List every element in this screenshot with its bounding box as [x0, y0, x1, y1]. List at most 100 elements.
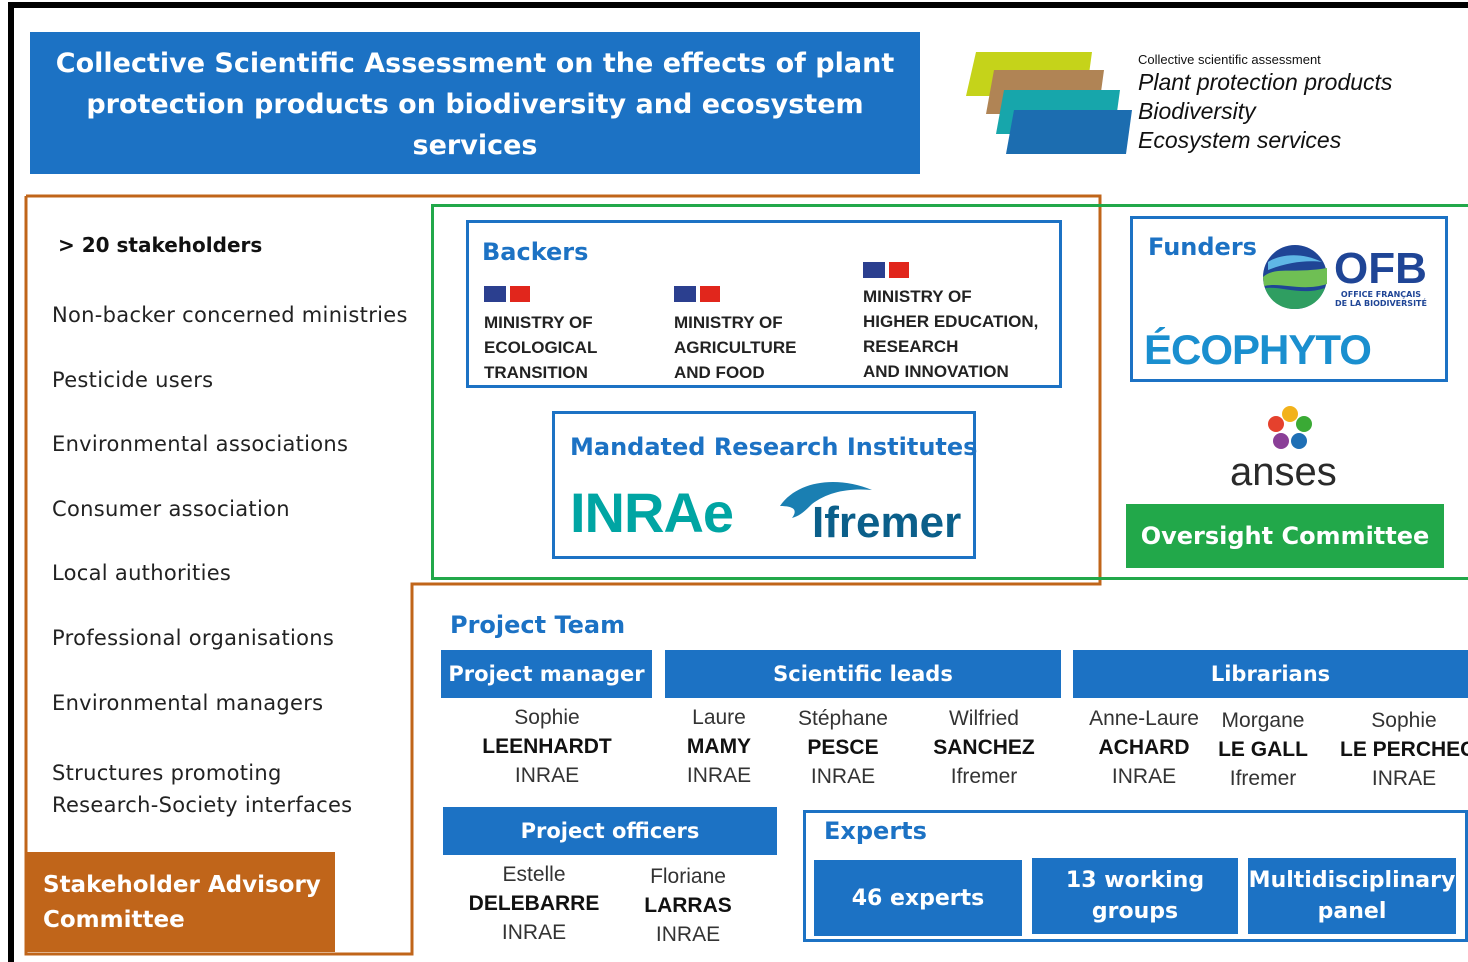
ofb-subtitle: OFFICE FRANÇAIS DE LA BIODIVERSITÉ — [1334, 290, 1428, 308]
ministry-agriculture: MINISTRY OF AGRICULTURE AND FOOD — [674, 286, 796, 385]
person-org: INRAE — [686, 764, 752, 787]
title-line-2: protection products on biodiversity and … — [86, 89, 864, 161]
ministry-line: HIGHER EDUCATION, — [863, 312, 1039, 331]
ministry-line: AGRICULTURE — [674, 338, 797, 357]
person-org: INRAE — [810, 765, 876, 788]
person-card: Sophie LE PERCHEC INRAE — [1340, 706, 1468, 793]
person-card: Floriane LARRAS INRAE — [626, 862, 750, 949]
backers-title: Backers — [482, 238, 589, 266]
person-first-name: Sophie — [1371, 709, 1437, 732]
person-first-name: Anne-Laure — [1089, 707, 1199, 730]
ministry-line: AND INNOVATION — [863, 362, 1009, 381]
person-last-name: SANCHEZ — [933, 736, 1035, 759]
person-first-name: Floriane — [650, 865, 726, 888]
stakeholder-item: Environmental managers — [52, 691, 324, 715]
ministry-line: AND FOOD — [674, 363, 765, 382]
stakeholder-outline — [24, 194, 1102, 956]
person-first-name: Morgane — [1221, 709, 1305, 732]
person-card: Anne-Laure ACHARD INRAE — [1078, 704, 1210, 791]
person-org: INRAE — [514, 764, 580, 787]
person-last-name: MAMY — [686, 735, 752, 758]
stakeholder-advisory-committee: Stakeholder Advisory Committee — [27, 852, 335, 952]
funders-box — [1130, 216, 1448, 382]
person-last-name: LARRAS — [644, 894, 732, 917]
title-line-1: Collective Scientific Assessment on the … — [55, 48, 895, 79]
person-first-name: Stéphane — [798, 707, 888, 730]
backers-box — [466, 220, 1062, 388]
person-org: INRAE — [501, 921, 567, 944]
person-last-name: DELEBARRE — [468, 892, 600, 915]
ministry-line: MINISTRY OF — [674, 313, 783, 332]
anses-logo: anses — [1230, 450, 1337, 494]
logo-layer-4 — [1006, 110, 1132, 154]
logo-text: Collective scientific assessment Plant p… — [1138, 52, 1392, 155]
ministry-line: TRANSITION — [484, 363, 588, 382]
ministry-line: ECOLOGICAL — [484, 338, 598, 357]
person-first-name: Estelle — [502, 863, 566, 886]
sac-line-2: Committee — [43, 907, 185, 933]
person-last-name: PESCE — [807, 736, 879, 759]
logo-line-2: Biodiversity — [1138, 98, 1256, 124]
ofb-logo: OFB — [1334, 244, 1427, 293]
oversight-committee: Oversight Committee — [1126, 504, 1444, 568]
experts-count-label: 46 experts — [851, 885, 985, 911]
french-flag-icon — [863, 262, 909, 278]
stakeholder-item: Environmental associations — [52, 432, 349, 456]
stakeholder-item: Pesticide users — [52, 368, 214, 392]
stakeholder-item: Local authorities — [52, 561, 232, 585]
funders-title: Funders — [1148, 233, 1257, 261]
multidisciplinary-panel-tile: Multidisciplinary panel — [1248, 858, 1456, 934]
librarians-bar: Librarians — [1073, 650, 1468, 698]
person-last-name: LE PERCHEC — [1340, 738, 1468, 761]
ministry-line: MINISTRY OF — [484, 313, 593, 332]
ifremer-logo: Ifremer — [812, 498, 962, 547]
inrae-logo: INRAe — [570, 481, 734, 544]
frame-left-border — [8, 2, 14, 962]
logo-line-3: Ecosystem services — [1138, 127, 1342, 153]
logo-caption: Collective scientific assessment — [1138, 52, 1321, 67]
stakeholder-item: Research-Society interfaces — [52, 793, 353, 817]
person-last-name: ACHARD — [1098, 736, 1190, 759]
panel-line-2: panel — [1317, 899, 1387, 924]
person-last-name: LEENHARDT — [482, 735, 612, 758]
stakeholders-heading: > 20 stakeholders — [58, 233, 263, 257]
logo-line-1: Plant protection products — [1138, 69, 1393, 95]
ministry-higher-education: MINISTRY OF HIGHER EDUCATION, RESEARCH A… — [863, 262, 1038, 384]
person-first-name: Sophie — [514, 706, 580, 729]
stakeholder-item: Professional organisations — [52, 626, 335, 650]
ofb-sub-line-2: DE LA BIODIVERSITÉ — [1335, 299, 1427, 308]
person-first-name: Laure — [692, 706, 746, 729]
person-org: Ifremer — [1229, 767, 1297, 790]
ministry-line: MINISTRY OF — [863, 287, 972, 306]
institutes-box — [552, 411, 976, 559]
frame-top-border — [8, 2, 1468, 8]
ofb-sub-line-1: OFFICE FRANÇAIS — [1340, 290, 1422, 299]
ecophyto-logo: ÉCOPHYTO — [1144, 326, 1372, 373]
person-card: Morgane LE GALL Ifremer — [1210, 706, 1316, 793]
person-card: Estelle DELEBARRE INRAE — [460, 860, 608, 947]
person-org: INRAE — [1371, 767, 1437, 790]
stakeholder-item: Consumer association — [52, 497, 290, 521]
person-org: INRAE — [1111, 765, 1177, 788]
person-card: Stéphane PESCE INRAE — [780, 704, 906, 791]
french-flag-icon — [674, 286, 720, 302]
project-team-title: Project Team — [450, 611, 626, 639]
ministry-ecology: MINISTRY OF ECOLOGICAL TRANSITION — [484, 286, 597, 385]
stakeholder-item: Non-backer concerned ministries — [52, 303, 408, 327]
project-officers-bar: Project officers — [443, 807, 777, 855]
working-groups-line-2: groups — [1091, 899, 1179, 924]
person-first-name: Wilfried — [948, 707, 1019, 730]
person-card: Wilfried SANCHEZ Ifremer — [918, 704, 1050, 791]
stakeholder-item: Structures promoting — [52, 761, 282, 785]
experts-title: Experts — [824, 817, 927, 845]
layers-logo-icon — [966, 52, 1132, 154]
french-flag-icon — [484, 286, 530, 302]
person-org: Ifremer — [950, 765, 1018, 788]
experts-count-tile: 46 experts — [814, 860, 1022, 936]
scientific-leads-bar: Scientific leads — [665, 650, 1061, 698]
project-manager-bar: Project manager — [441, 650, 652, 698]
working-groups-line-1: 13 working — [1065, 868, 1205, 893]
person-card: Sophie LEENHARDT INRAE — [466, 703, 628, 790]
sac-line-1: Stakeholder Advisory — [43, 872, 321, 898]
